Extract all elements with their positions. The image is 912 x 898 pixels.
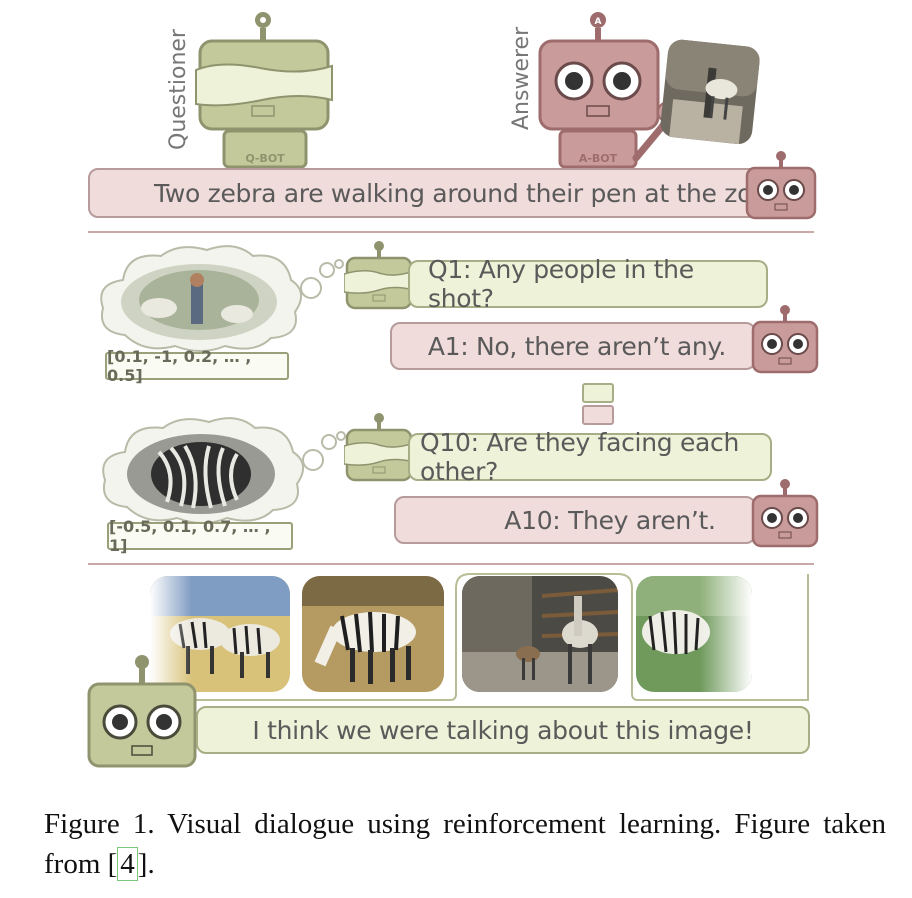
questioner-label: Questioner (166, 29, 191, 150)
embedding-vector-10: [-0.5, 0.1, 0.7, … , 1] (107, 517, 293, 555)
q-bot-small-icon-1 (344, 241, 414, 310)
embedding-vector-1: [0.1, -1, 0.2, … , 0.5] (105, 347, 289, 385)
ellipsis-pink-block (582, 405, 614, 425)
candidate-image-4[interactable] (636, 576, 752, 692)
a-bot-small-icon-1 (751, 305, 819, 374)
image-caption-bubble: Two zebra are walking around their pen a… (88, 168, 816, 218)
figure-caption-suffix: ]. (137, 848, 155, 880)
divider-bottom (88, 563, 814, 565)
citation-link[interactable]: 4 (117, 847, 138, 881)
final-guess-bubble: I think we were talking about this image… (196, 706, 810, 754)
a-bot-small-icon-10 (751, 479, 819, 548)
question-bubble-10: Q10: Are they facing each other? (408, 428, 772, 486)
candidate-image-2[interactable] (302, 576, 444, 692)
q-bot-small-icon-10 (344, 413, 414, 482)
ellipsis-green-block (582, 383, 614, 403)
thought-cloud-10 (102, 417, 346, 524)
answerer-label: Answerer (509, 26, 534, 130)
q-bot-guess-icon (87, 655, 197, 768)
figure-caption-prefix: Figure 1. Visual dialogue using reinforc… (44, 808, 886, 880)
image-caption-text: Two zebra are walking around their pen a… (154, 178, 775, 208)
a-bot-icon: A A-BOT (538, 12, 760, 169)
candidate-image-3-selected[interactable] (462, 576, 618, 692)
answer-text-10: A10: They aren’t. (504, 505, 716, 535)
answer-bubble-10: A10: They aren’t. (394, 496, 756, 544)
a-bot-small-icon (745, 151, 817, 220)
svg-text:A: A (595, 17, 602, 27)
thought-cloud-1 (100, 245, 344, 352)
candidate-image-1[interactable] (150, 576, 290, 692)
divider-top (88, 231, 814, 233)
a-bot-tag: A-BOT (579, 152, 618, 165)
q-bot-tag: Q-BOT (245, 152, 285, 165)
final-guess-text: I think we were talking about this image… (252, 715, 754, 745)
question-bubble-1: Q1: Any people in the shot? (408, 255, 768, 313)
figure-caption: Figure 1. Visual dialogue using reinforc… (44, 804, 886, 884)
answer-bubble-1: A1: No, there aren’t any. (390, 322, 756, 370)
image-frame-outline (150, 573, 809, 701)
q-bot-icon: Q-BOT (195, 12, 333, 169)
answer-text-1: A1: No, there aren’t any. (427, 331, 726, 361)
question-text-10: Q10: Are they facing each other? (420, 428, 740, 486)
question-text-1: Q1: Any people in the shot? (428, 255, 694, 313)
